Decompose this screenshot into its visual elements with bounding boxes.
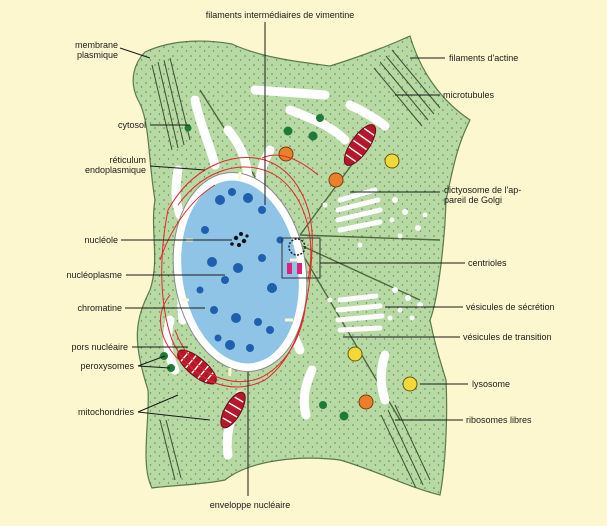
actin-filaments bbox=[151, 49, 441, 489]
label-transition-vesicles: vésicules de transition bbox=[463, 332, 552, 342]
label-nucleoplasm: nucléoplasme bbox=[66, 270, 122, 280]
label-cytosol: cytosol bbox=[117, 120, 146, 130]
nucleolus bbox=[230, 232, 249, 247]
label-chromatin: chromatine bbox=[77, 303, 122, 313]
label-vimentin-filaments: filaments intermédiaires de vimentine bbox=[205, 10, 355, 20]
label-peroxysomes: peroxysomes bbox=[80, 361, 134, 371]
label-nuclear-envelope: enveloppe nucléaire bbox=[209, 500, 291, 510]
label-lysosome: lysosome bbox=[472, 379, 511, 389]
golgi-apparatus bbox=[335, 187, 385, 333]
vimentin-filaments bbox=[159, 154, 319, 388]
label-plasma-membrane: membrane plasmique bbox=[74, 40, 118, 60]
label-microtubules: microtubules bbox=[443, 90, 495, 100]
label-nucleolus: nucléole bbox=[84, 235, 118, 245]
label-golgi-dictyosome: dictyosome de l'ap- pareil de Golgi bbox=[444, 185, 522, 205]
label-actin-filaments: filaments d'actine bbox=[449, 53, 519, 63]
chromatin bbox=[196, 188, 284, 352]
centrioles bbox=[287, 238, 306, 274]
centriole-frame bbox=[281, 237, 321, 279]
label-free-ribosomes: ribosomes libres bbox=[466, 415, 532, 425]
label-secretion-vesicles: vésicules de sécrétion bbox=[466, 302, 555, 312]
nucleus bbox=[172, 172, 308, 376]
label-endoplasmic-reticulum: réticulum endoplasmique bbox=[84, 155, 146, 175]
mitochondria bbox=[177, 124, 377, 429]
label-mitochondria: mitochondries bbox=[77, 407, 134, 417]
leader-lines bbox=[119, 22, 468, 496]
label-centrioles: centrioles bbox=[468, 258, 507, 268]
peroxysomes bbox=[160, 114, 349, 421]
label-nuclear-pores: pors nucléaire bbox=[71, 342, 128, 352]
